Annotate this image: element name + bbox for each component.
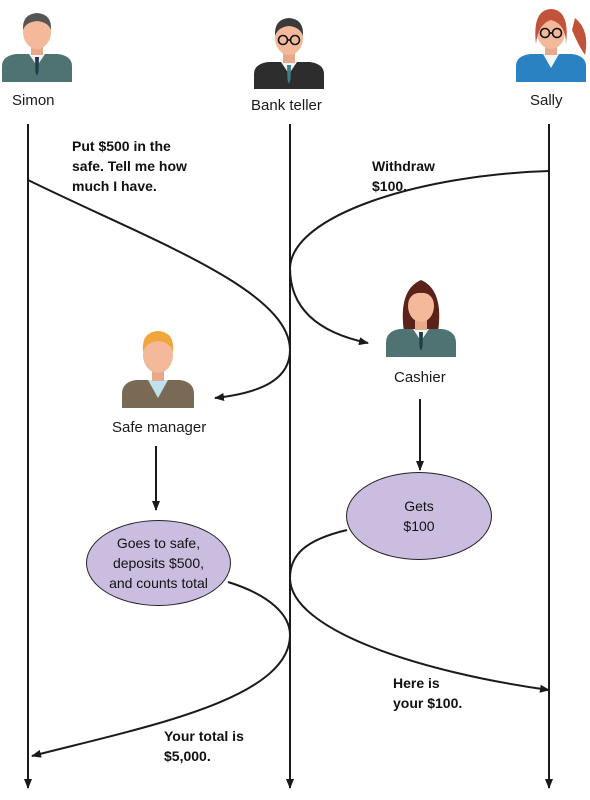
cashier-avatar-icon [386, 280, 456, 357]
simon-request-message: Put $500 in the safe. Tell me how much I… [72, 138, 187, 194]
sally-response-message: Here is your $100. [393, 675, 463, 711]
bank-teller-avatar-icon [254, 18, 324, 89]
simon-label: Simon [12, 92, 55, 109]
safe-task-to-simon-arrow [31, 581, 292, 758]
simon-to-safe-manager-arrow [27, 179, 292, 401]
sally-request-message: Withdraw $100. [372, 158, 435, 194]
safe-task-bubble: Goes to safe, deposits $500, and counts … [86, 520, 231, 606]
safe-manager-avatar-icon [122, 331, 194, 408]
safe-manager-label: Safe manager [112, 419, 207, 436]
cashier-label: Cashier [394, 369, 446, 386]
cashier-task-bubble: Gets $100 [346, 472, 492, 560]
sally-to-cashier-arrow [288, 170, 550, 346]
simon-avatar-icon [2, 13, 72, 82]
simon-response-message: Your total is $5,000. [164, 728, 244, 764]
cashier-task-to-sally-arrow [288, 529, 550, 693]
sally-avatar-icon [516, 9, 587, 82]
bank-teller-label: Bank teller [251, 97, 322, 114]
sally-label: Sally [530, 92, 563, 109]
